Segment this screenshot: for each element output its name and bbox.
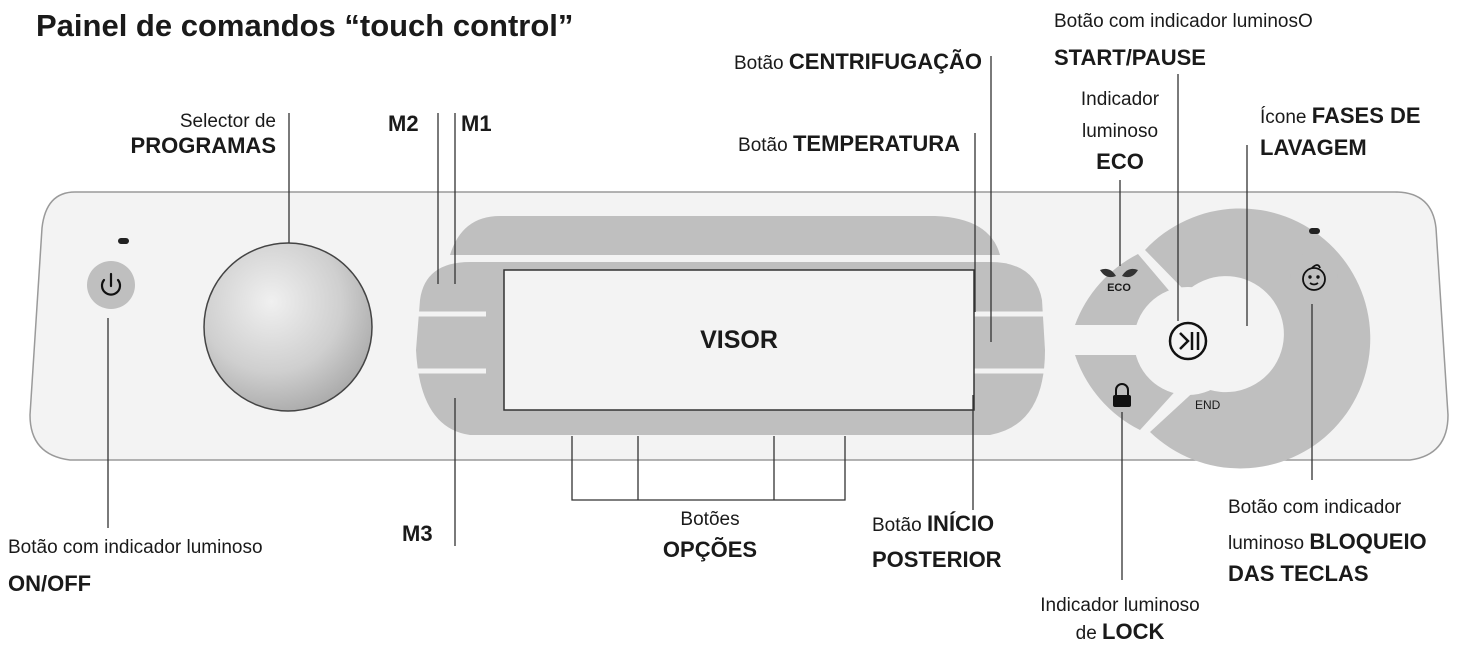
label-key-lock: Botão com indicador luminoso BLOQUEIO DA… (1228, 497, 1427, 586)
label-program-selector: Selector de PROGRAMAS (130, 111, 276, 158)
display-screen (503, 269, 975, 411)
label-temperature: Botão TEMPERATURA (738, 131, 960, 157)
label-eco: Indicador luminoso ECO (1080, 89, 1160, 174)
child-lock-led (1309, 228, 1320, 234)
play-pause-icon[interactable] (1168, 321, 1208, 361)
label-start-pause: Botão com indicador luminosO START/PAUSE (1054, 11, 1313, 70)
label-wash-phases: Ícone FASES DE LAVAGEM (1260, 103, 1421, 160)
leaf-icon (1100, 268, 1138, 278)
lock-icon (1113, 383, 1131, 407)
label-options: Botões OPÇÕES (662, 509, 758, 562)
label-m1: M1 (461, 111, 492, 136)
label-m3: M3 (402, 521, 433, 546)
label-delay-start: Botão INÍCIO POSTERIOR (872, 511, 1002, 572)
program-selector-knob[interactable] (203, 242, 373, 412)
end-indicator-text: END (1195, 398, 1221, 412)
page-title: Painel de comandos “touch control” (36, 8, 574, 43)
power-button[interactable] (87, 261, 135, 309)
label-on-off: Botão com indicador luminoso ON/OFF (8, 537, 263, 596)
display-label: VISOR (700, 325, 778, 354)
label-spin: Botão CENTRIFUGAÇÃO (733, 49, 982, 75)
label-lock: Indicador luminoso de LOCK (1040, 595, 1200, 644)
child-lock-button[interactable] (1290, 252, 1338, 300)
label-m2: M2 (388, 111, 419, 136)
baby-face-icon (1302, 264, 1326, 291)
power-led (118, 238, 129, 244)
eco-button-text: ECO (1107, 282, 1131, 294)
display-top-band (450, 216, 1000, 255)
leader-lines (107, 56, 1313, 580)
power-icon (100, 272, 122, 296)
